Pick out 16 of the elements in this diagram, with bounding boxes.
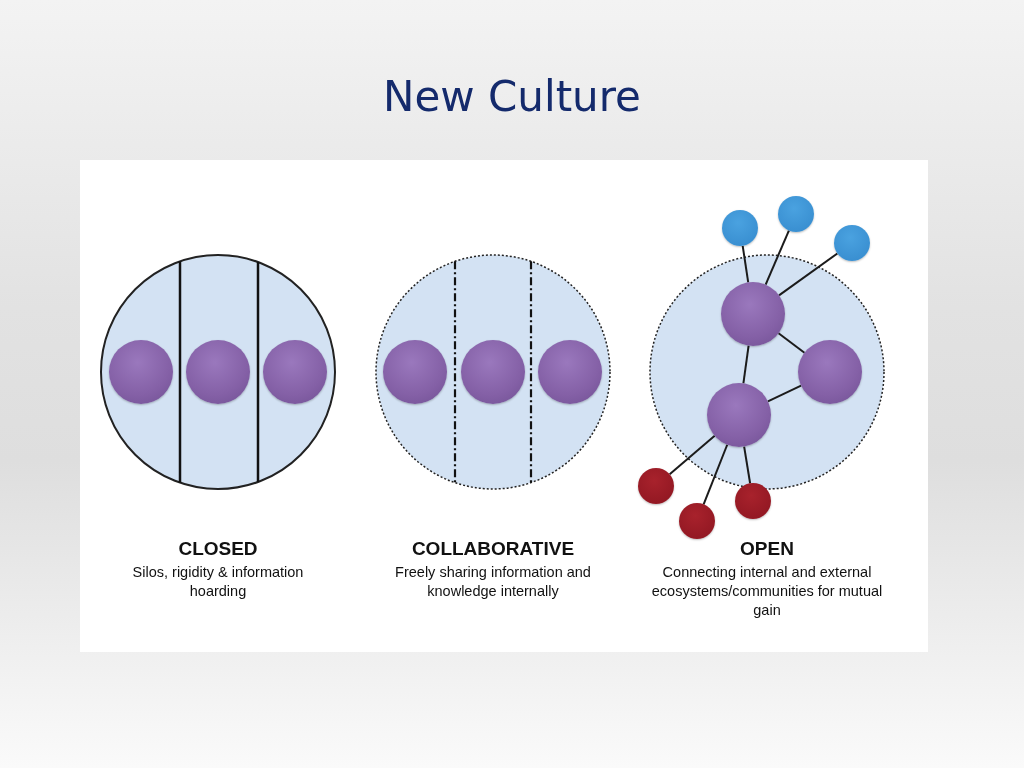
connector-line bbox=[743, 445, 752, 485]
connector-line bbox=[766, 384, 803, 403]
slide-title: New Culture bbox=[383, 72, 641, 121]
connector-line bbox=[777, 332, 806, 354]
connector-line bbox=[668, 434, 716, 476]
connector-line bbox=[742, 344, 750, 385]
connector-line bbox=[778, 252, 839, 297]
description-text: Silos, rigidity & information hoarding bbox=[131, 563, 305, 601]
category-heading: CLOSED bbox=[178, 538, 258, 560]
connector-line bbox=[741, 244, 750, 284]
connector-line bbox=[702, 443, 729, 506]
connector-line bbox=[764, 229, 790, 286]
category-heading: OPEN bbox=[740, 538, 794, 560]
description-text: Connecting internal and external ecosystems/communities for mutual gain bbox=[650, 563, 884, 620]
description-text: Freely sharing information and knowledge internally bbox=[394, 563, 592, 601]
category-heading: COLLABORATIVE bbox=[411, 538, 575, 560]
